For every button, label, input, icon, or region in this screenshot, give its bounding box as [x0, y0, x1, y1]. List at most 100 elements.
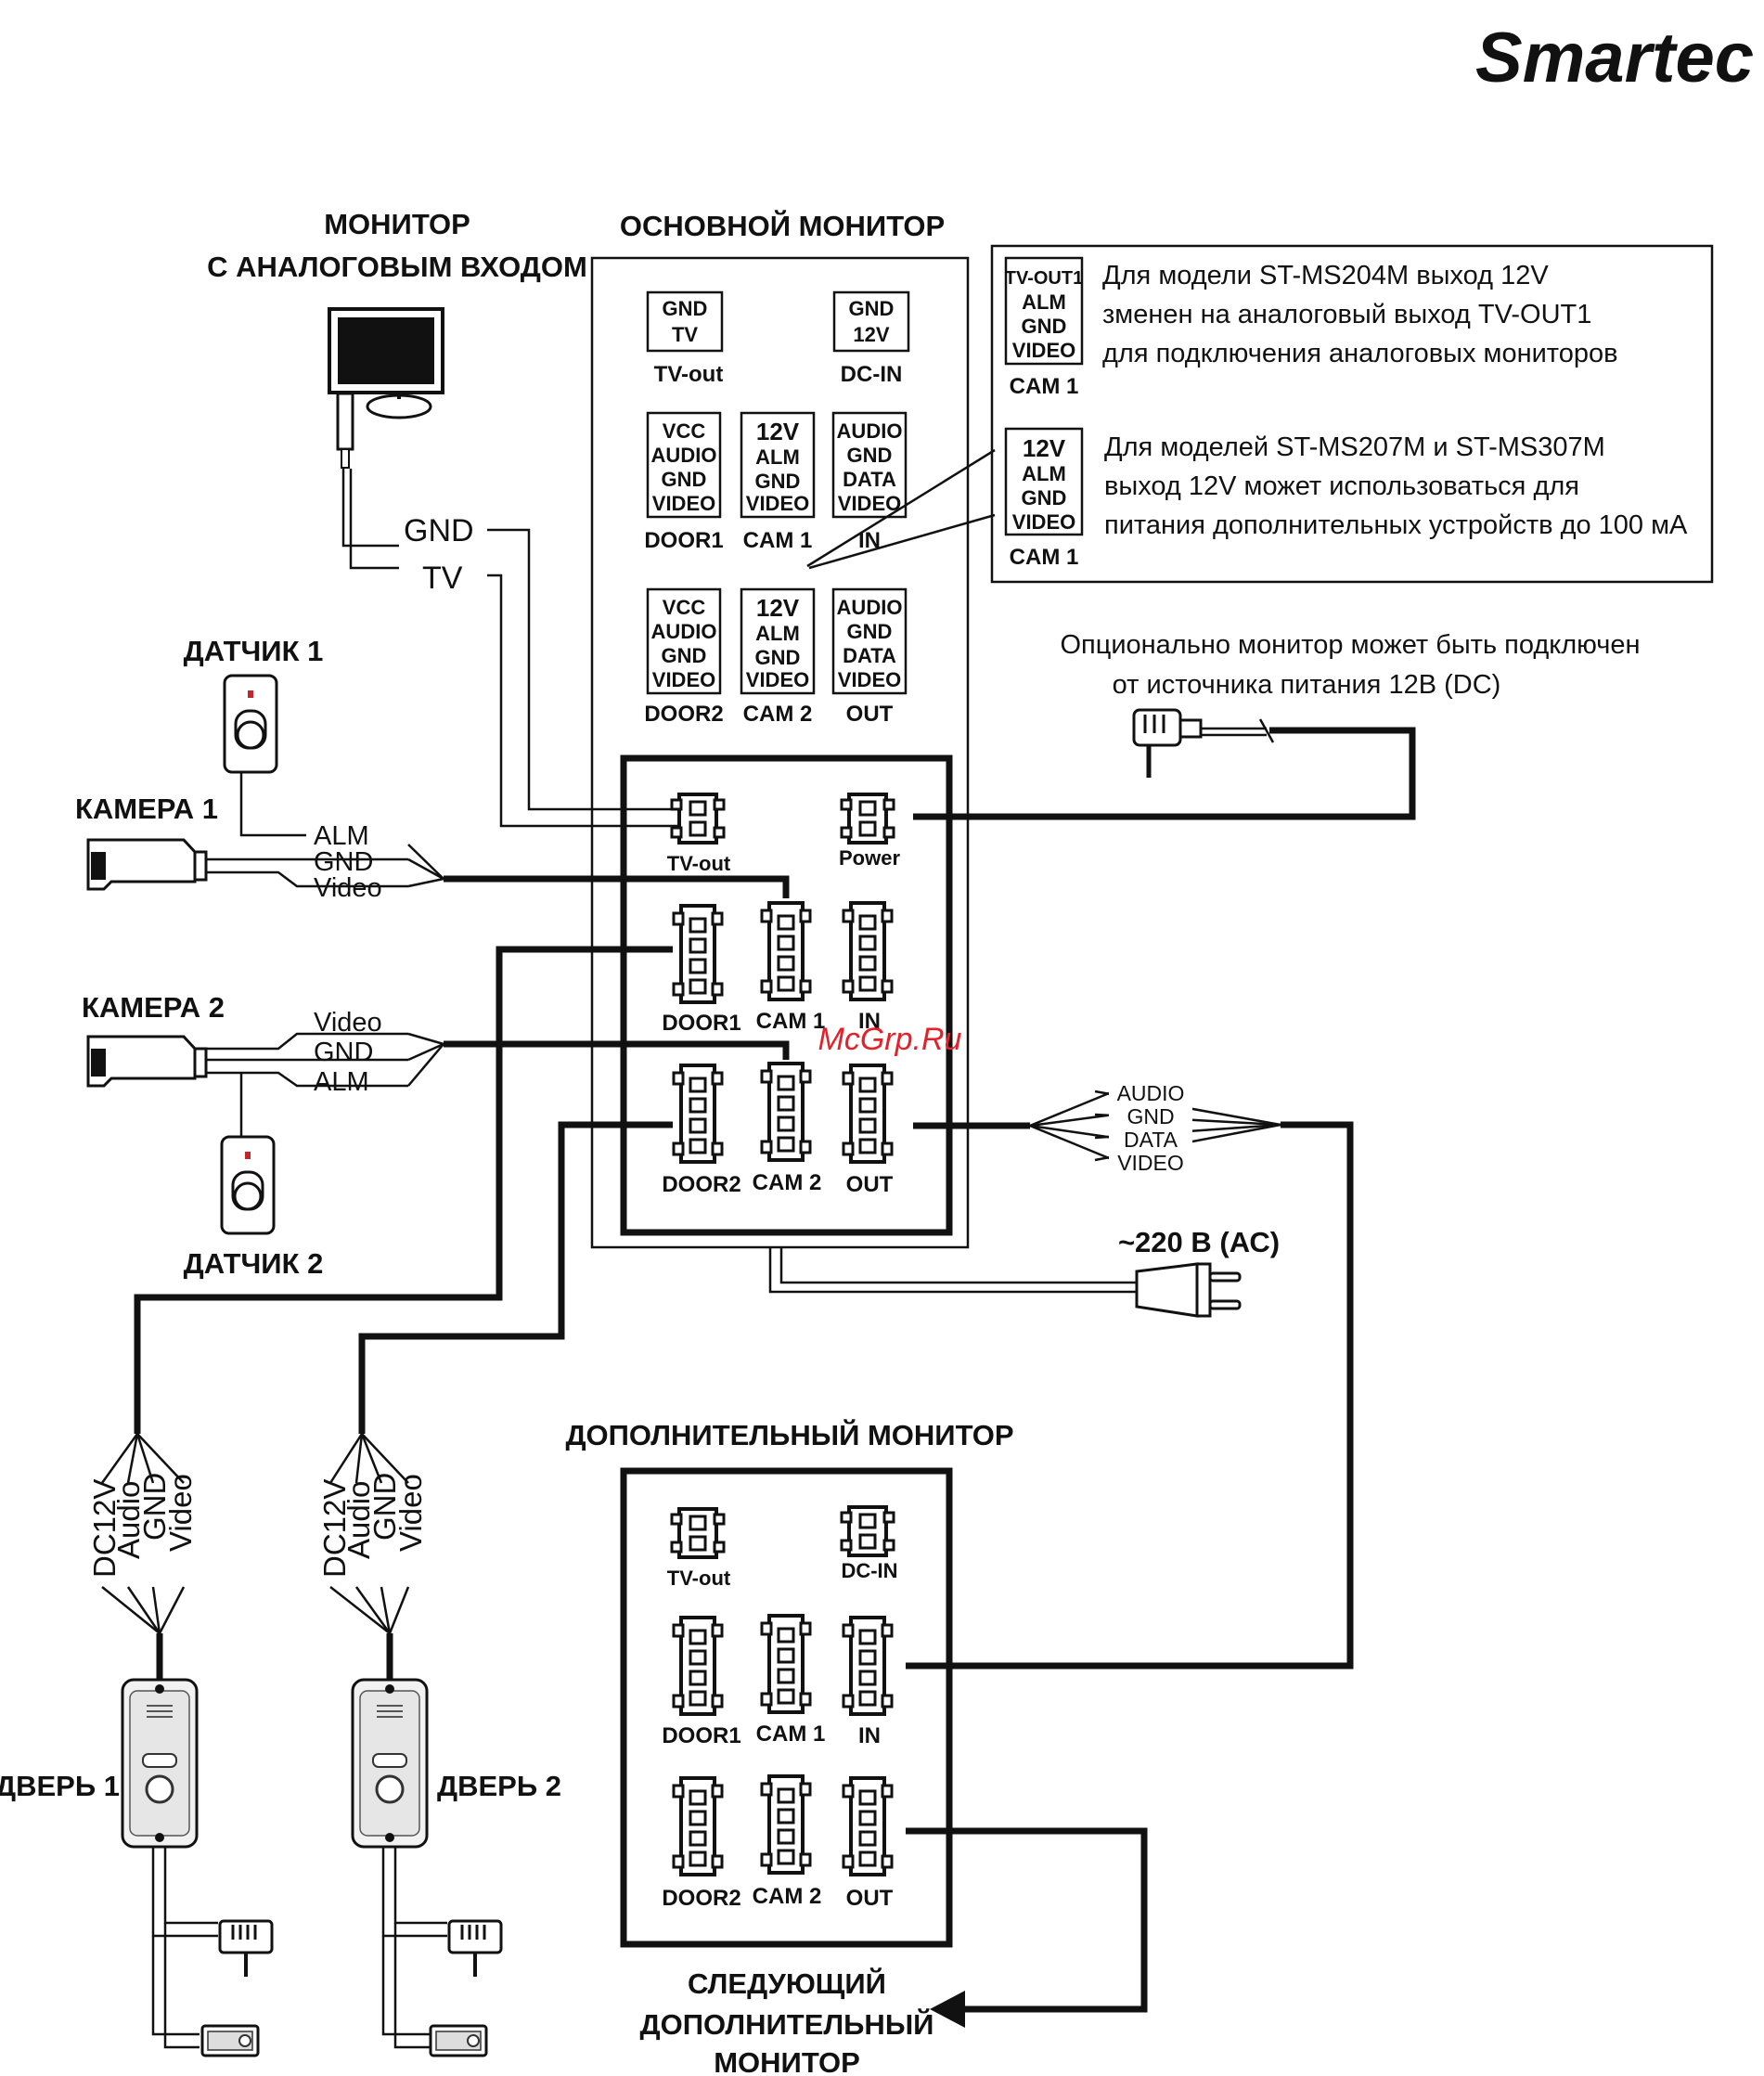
ac-power-label: ~220 В (АС)	[1118, 1226, 1280, 1258]
pin-label: GND	[847, 444, 893, 467]
camera1-label: КАМЕРА 1	[75, 793, 218, 825]
note1-line: Для модели ST-MS204M выход 12V	[1102, 261, 1549, 290]
conn-extra-in	[842, 1616, 894, 1716]
pin-label: VCC	[663, 596, 706, 619]
conn-main-cam2-label: CAM 2	[753, 1170, 822, 1195]
pin-label: VIDEO	[1012, 510, 1075, 534]
door1-label: DOOR1	[644, 528, 723, 553]
pin-label: 12V	[756, 594, 800, 622]
dcin-label: DC-IN	[841, 362, 903, 387]
main-dcin-terminal: GND 12V DC-IN	[832, 290, 910, 387]
extra-connector-panel	[620, 1467, 953, 1948]
note1-line: для подключения аналоговых мониторов	[1102, 339, 1618, 368]
door1-label: ДВЕРЬ 1	[0, 1770, 120, 1802]
watermark: McGrp.Ru	[818, 1022, 962, 1057]
analog-monitor-subtitle: С АНАЛОГОВЫМ ВХОДОМ	[207, 251, 587, 283]
conn-extra-door2-label: DOOR2	[662, 1886, 740, 1911]
conn-extra-out	[842, 1776, 894, 1876]
pin-label: ALM	[755, 622, 800, 645]
conn-main-in	[842, 901, 894, 1001]
conn-main-out	[842, 1064, 894, 1164]
pin-label: GND	[662, 468, 707, 491]
notes-box	[990, 244, 1714, 584]
note2-terminal: 12V ALM GND VIDEO CAM 1	[1004, 427, 1084, 570]
cam2-label: CAM 2	[743, 702, 813, 727]
pin-label: TV-OUT1	[1005, 268, 1083, 289]
pin-label: GND	[755, 646, 801, 669]
pin-label: 12V	[1023, 434, 1066, 462]
conn-extra-door2	[672, 1776, 724, 1876]
pin-label: VIDEO	[1012, 339, 1075, 362]
sensor2-icon	[220, 1135, 276, 1235]
door2-wire-label: Audio	[341, 1481, 376, 1559]
camera1-wire-label: ALM	[314, 821, 369, 851]
pin-label: ALM	[755, 445, 800, 469]
pin-label: 12V	[756, 418, 800, 445]
camera1-icon	[86, 838, 208, 891]
conn-main-cam2	[760, 1062, 812, 1162]
note1-cam-label: CAM 1	[1010, 374, 1079, 399]
pin-label: VIDEO	[746, 668, 809, 691]
cam1-label: CAM 1	[743, 528, 813, 553]
conn-main-door1-label: DOOR1	[662, 1011, 740, 1036]
pin-label: GND	[662, 644, 707, 667]
conn-extra-tvout	[670, 1507, 726, 1559]
door2-label: DOOR2	[644, 702, 723, 727]
conn-main-tvout-label: TV-out	[667, 852, 731, 875]
optional-power-line2: от источника питания 12В (DC)	[1113, 670, 1501, 700]
door2-panel-icon	[351, 1678, 429, 1849]
analog-monitor-title: МОНИТОР	[324, 208, 470, 240]
pin-label: GND	[663, 297, 708, 320]
brand-logo: Smartec	[1475, 19, 1754, 97]
conn-main-tvout	[670, 793, 726, 845]
extra-monitor-title: ДОПОЛНИТЕЛЬНЫЙ МОНИТОР	[565, 1418, 1013, 1451]
pin-label: AUDIO	[651, 444, 717, 467]
conn-main-door2	[672, 1064, 724, 1164]
door1-wire-label: GND	[137, 1473, 172, 1541]
pin-label: GND	[1022, 486, 1067, 509]
note2-line: питания дополнительных устройств до 100 …	[1104, 510, 1688, 540]
analog-wire-tv-label: TV	[422, 561, 463, 596]
camera1-wire-label: GND	[314, 847, 373, 877]
camera2-label: КАМЕРА 2	[82, 991, 225, 1024]
conn-extra-cam2	[760, 1774, 812, 1875]
main-monitor-title: ОСНОВНОЙ МОНИТОР	[620, 209, 945, 242]
pin-label: VIDEO	[652, 492, 715, 515]
conn-main-power-label: Power	[839, 846, 900, 870]
main-connector-panel	[620, 754, 953, 1236]
pin-label: VIDEO	[746, 492, 809, 515]
main-in-terminal: AUDIO GND DATA VIDEO IN	[831, 411, 908, 553]
door1-lock-icon	[200, 2024, 260, 2057]
pin-label: VIDEO	[838, 492, 901, 515]
conn-extra-cam1-label: CAM 1	[756, 1721, 826, 1747]
door1-wire-label: Audio	[111, 1481, 146, 1559]
conn-main-in-label: IN	[858, 1009, 881, 1034]
door1-wire-label: Video	[163, 1474, 198, 1552]
door1-wire-fan	[100, 1418, 186, 1680]
main-cam1-terminal: 12V ALM GND VIDEO CAM 1	[740, 411, 816, 553]
camera2-wire-label: Video	[314, 1008, 382, 1038]
pin-label: GND	[849, 297, 895, 320]
note1-line: зменен на аналоговый выход TV-OUT1	[1102, 300, 1591, 329]
out-label: OUT	[846, 702, 894, 727]
pin-label: DATA	[843, 468, 896, 491]
pin-label: TV	[672, 323, 698, 346]
dc-plug-icon	[1132, 708, 1275, 778]
conn-main-door1	[672, 904, 724, 1004]
main-monitor-frame	[590, 256, 970, 1249]
next-monitor-line1: СЛЕДУЮЩИЙ	[688, 1966, 886, 2000]
pin-label: AUDIO	[651, 620, 717, 643]
out-bus-wire-label: DATA	[1124, 1128, 1178, 1152]
conn-main-out-label: OUT	[846, 1172, 894, 1197]
door2-wire-fan	[328, 1420, 410, 1680]
conn-extra-door1-label: DOOR1	[662, 1723, 740, 1748]
next-monitor-line3: МОНИТОР	[714, 2046, 860, 2076]
sensor1-label: ДАТЧИК 1	[184, 635, 324, 667]
door2-lock-icon	[429, 2024, 488, 2057]
door1-panel-icon	[121, 1678, 199, 1849]
conn-main-door2-label: DOOR2	[662, 1172, 740, 1197]
conn-extra-cam1	[760, 1614, 812, 1714]
door2-wire-label: GND	[367, 1473, 402, 1541]
pin-label: AUDIO	[837, 596, 903, 619]
